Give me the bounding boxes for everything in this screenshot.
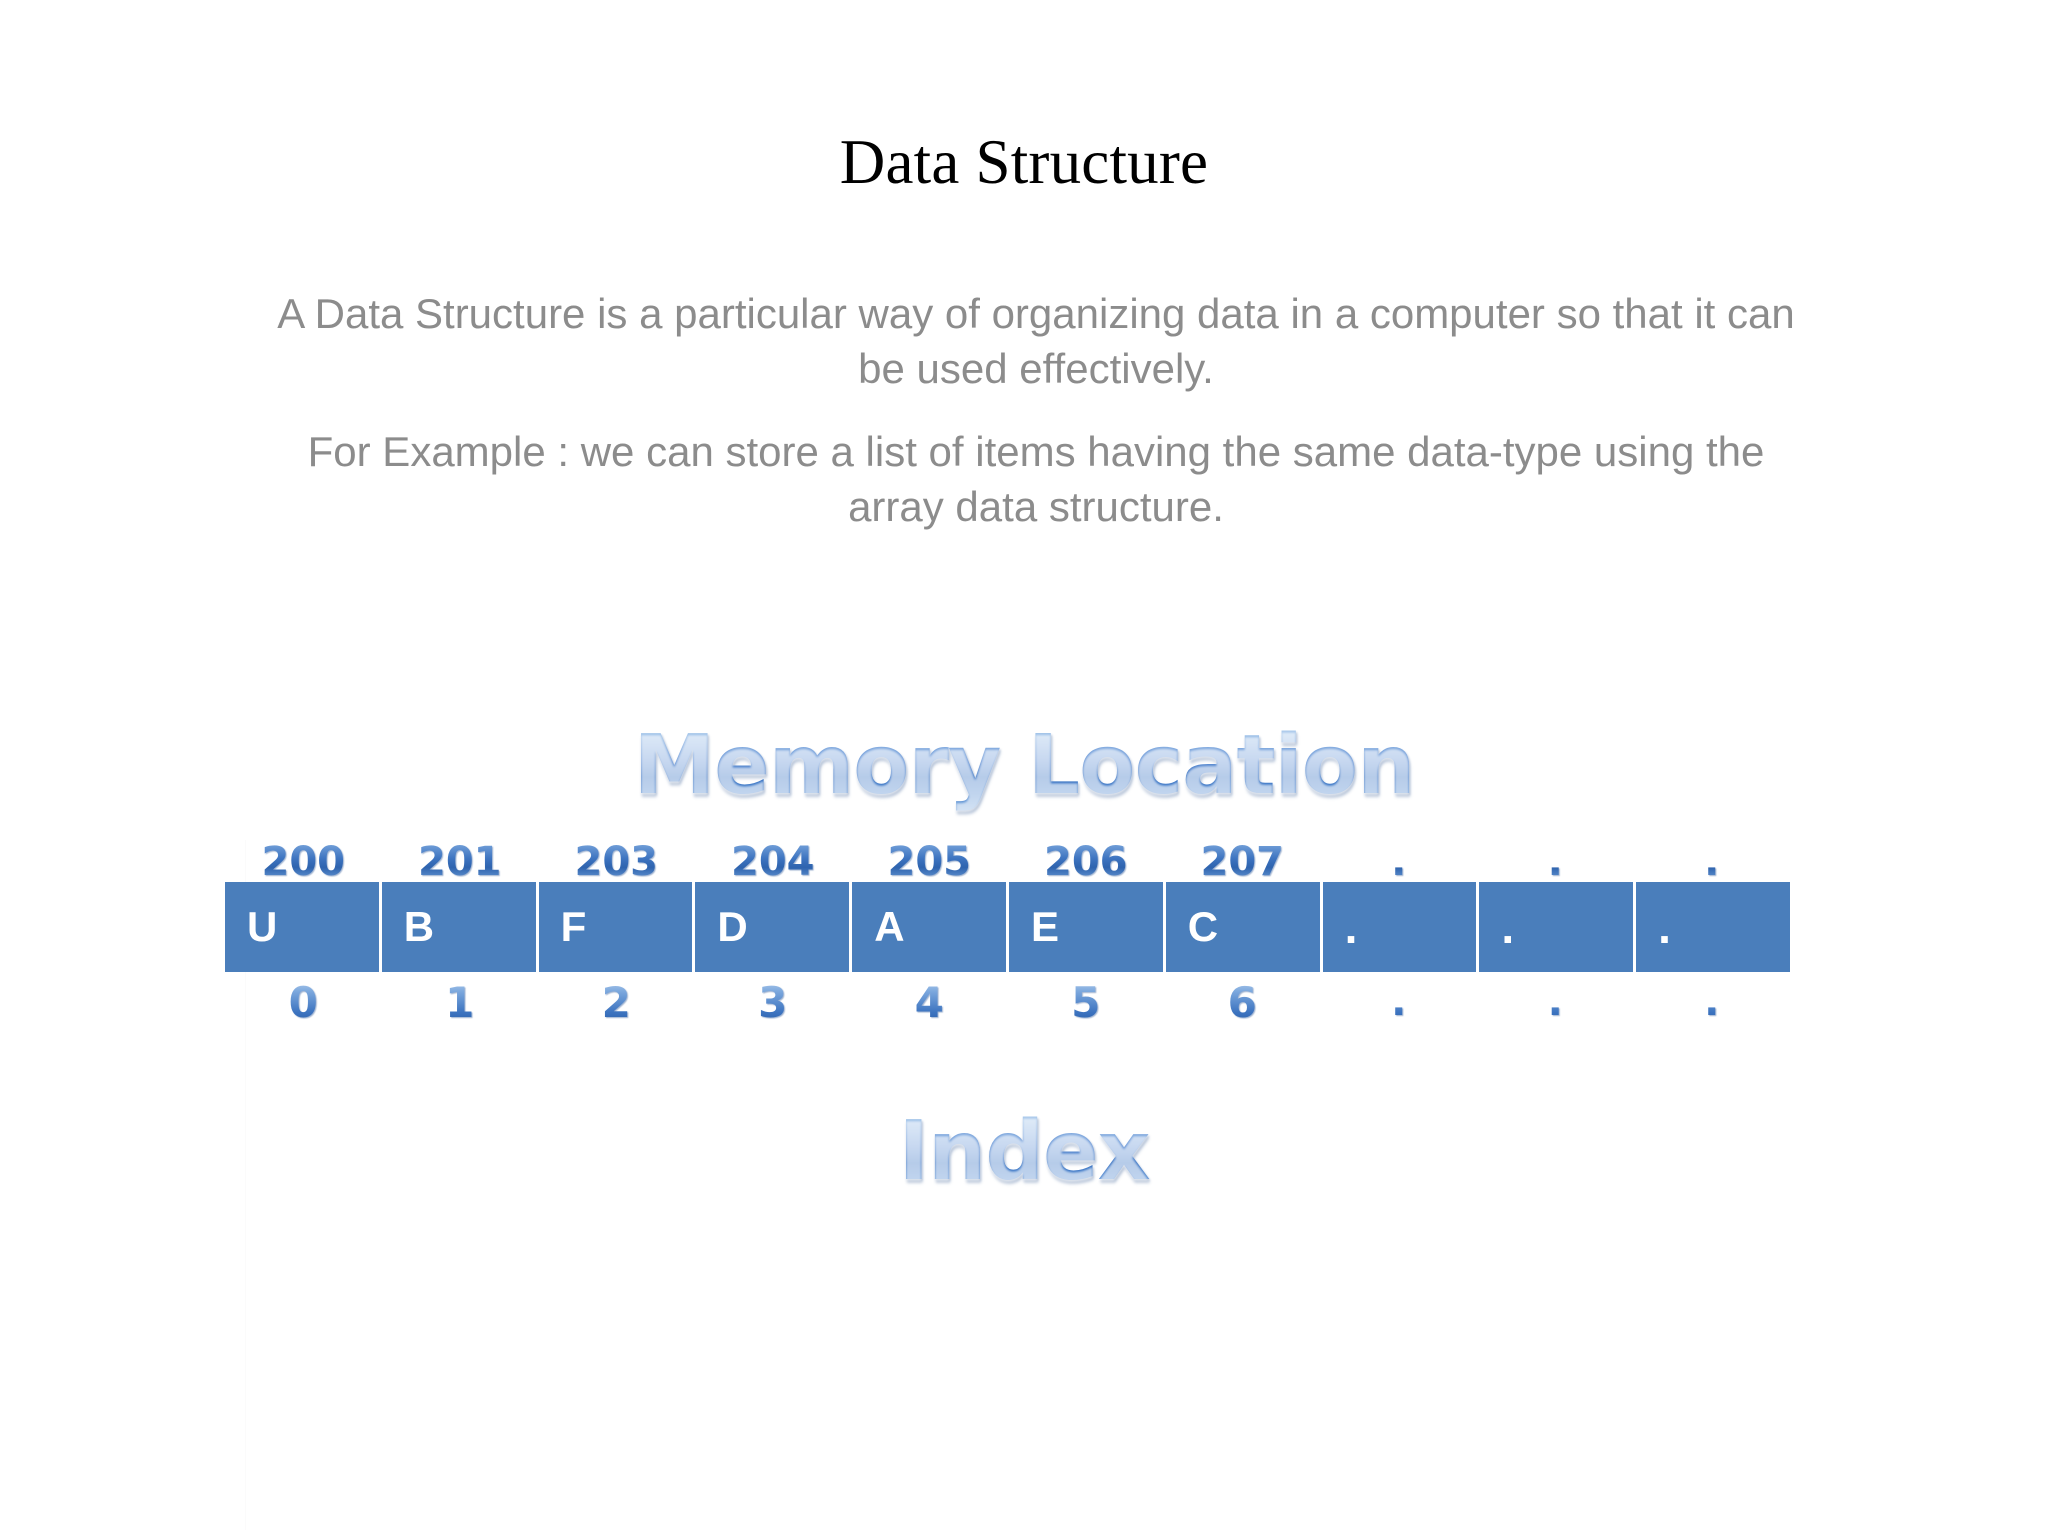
memory-address: 206: [1008, 830, 1165, 882]
memory-address: 203: [538, 830, 695, 882]
array-index-ellipsis: .: [1477, 978, 1634, 1040]
array-index-ellipsis: .: [1321, 978, 1478, 1040]
array-index: 6: [1164, 978, 1321, 1040]
array-index: 5: [1008, 978, 1165, 1040]
array-cells-row: U B F D A E C . . .: [225, 882, 1790, 972]
array-index: 1: [382, 978, 539, 1040]
array-index: 2: [538, 978, 695, 1040]
array-cell-empty[interactable]: .: [1636, 882, 1790, 972]
array-cell[interactable]: A: [852, 882, 1009, 972]
memory-address-ellipsis: .: [1477, 830, 1634, 882]
array-diagram: 200 201 203 204 205 206 207 . . . U B F …: [225, 830, 1790, 1040]
index-heading: Index: [0, 1104, 2048, 1199]
array-cell[interactable]: E: [1008, 882, 1166, 972]
memory-address-ellipsis: .: [1321, 830, 1478, 882]
memory-address: 205: [851, 830, 1008, 882]
memory-address-row: 200 201 203 204 205 206 207 . . .: [225, 830, 1790, 882]
memory-address: 204: [695, 830, 852, 882]
faint-guide-line: [245, 840, 246, 1530]
array-cell-empty[interactable]: .: [1322, 882, 1480, 972]
array-cell[interactable]: F: [538, 882, 696, 972]
definition-paragraph: A Data Structure is a particular way of …: [277, 290, 1795, 393]
memory-address: 200: [225, 830, 382, 882]
array-cell[interactable]: C: [1165, 882, 1323, 972]
array-index: 3: [695, 978, 852, 1040]
array-index: 4: [851, 978, 1008, 1040]
memory-address: 207: [1164, 830, 1321, 882]
array-cell-empty[interactable]: .: [1479, 882, 1637, 972]
example-paragraph: For Example : we can store a list of ite…: [307, 428, 1765, 531]
memory-address: 201: [382, 830, 539, 882]
array-index: 0: [225, 978, 382, 1040]
memory-address-ellipsis: .: [1634, 830, 1791, 882]
array-cell[interactable]: D: [695, 882, 853, 972]
array-cell[interactable]: U: [225, 882, 382, 972]
array-cell[interactable]: B: [381, 882, 539, 972]
memory-location-heading: Memory Location: [0, 718, 2048, 813]
page-title: Data Structure: [839, 127, 1209, 197]
array-index-row: 0 1 2 3 4 5 6 . . .: [225, 978, 1790, 1040]
array-index-ellipsis: .: [1634, 978, 1791, 1040]
